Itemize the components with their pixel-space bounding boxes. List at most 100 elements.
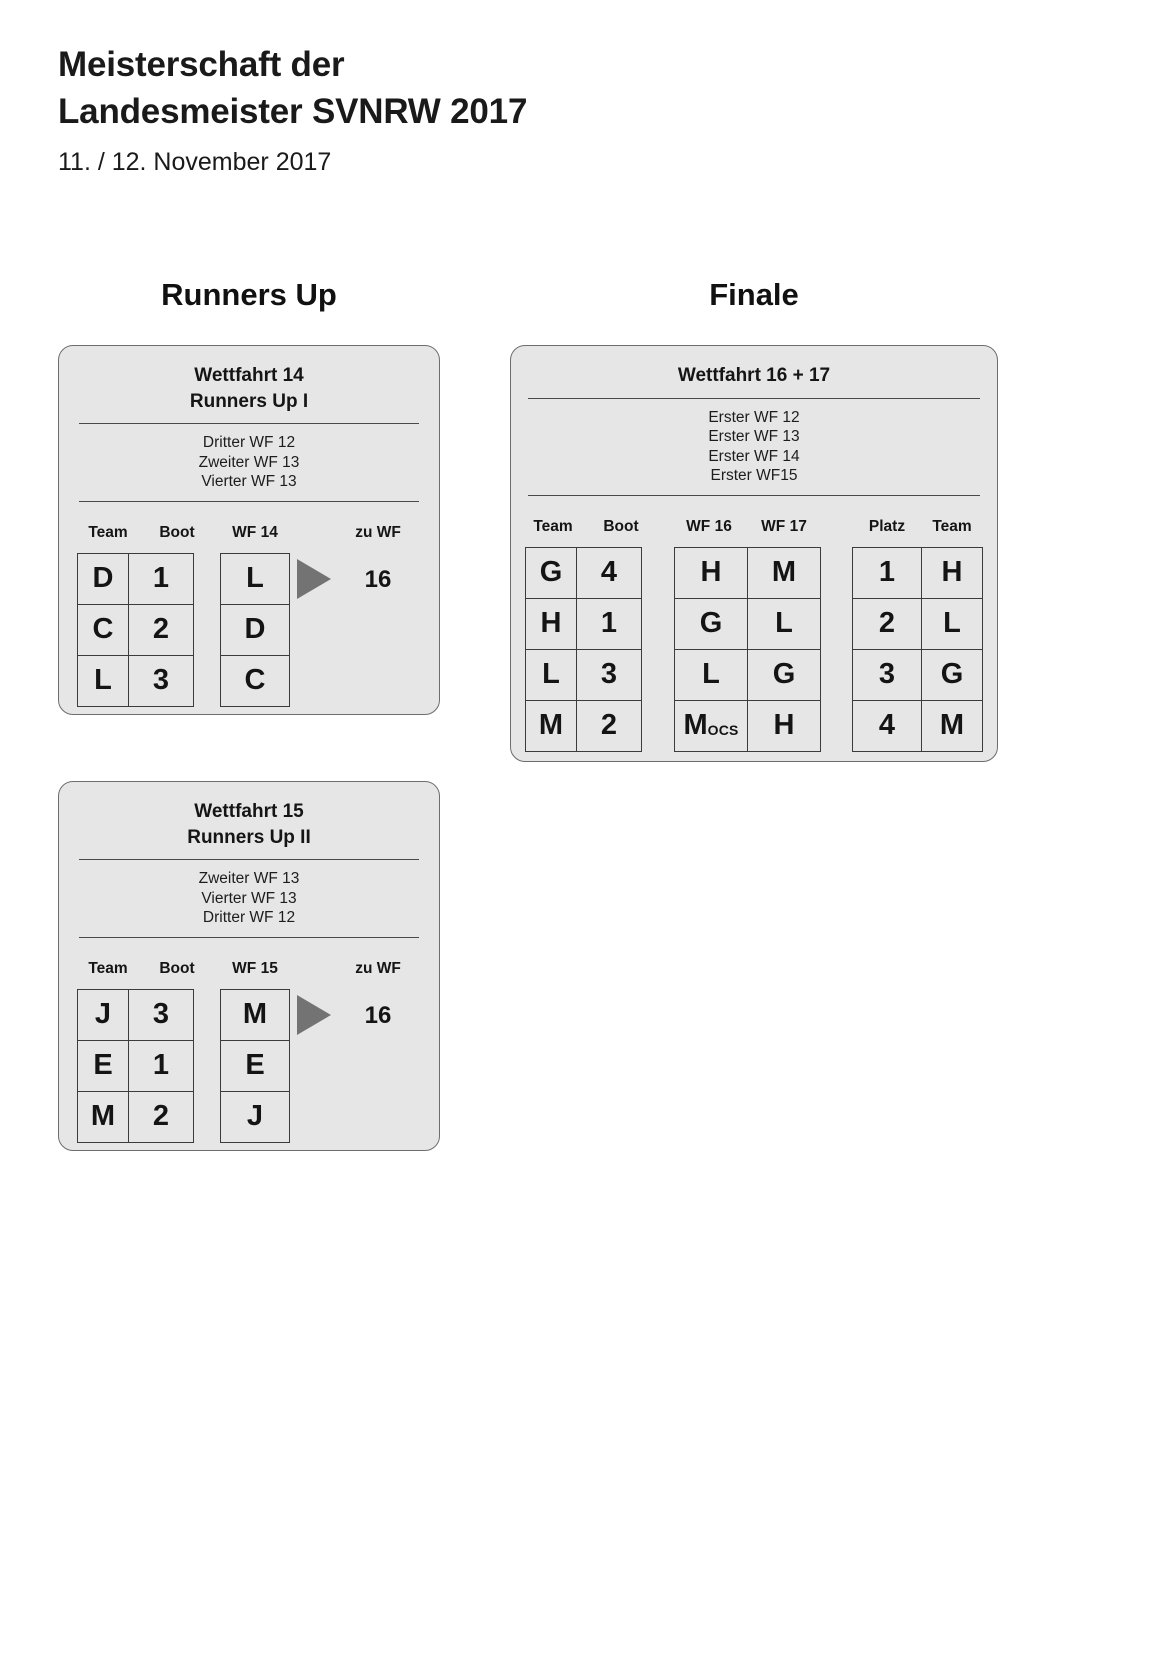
- qualifier-item: Erster WF15: [710, 467, 798, 485]
- qualifier-item: Zweiter WF 13: [198, 453, 300, 471]
- card-heading-line-1: Wettfahrt 15: [194, 801, 304, 822]
- cell-team: H: [525, 597, 577, 650]
- table-column-headers: Team Boot WF 16 WF 17 Platz Team: [511, 507, 997, 535]
- column-header-team: Team: [533, 517, 573, 535]
- column-header-result-team: Team: [932, 517, 972, 535]
- qualifier-item: Dritter WF 12: [202, 909, 296, 927]
- qualifier-list-wf14: Dritter WF 12 Zweiter WF 13 Vierter WF 1…: [59, 424, 439, 492]
- qualifier-list-wf15: Zweiter WF 13 Vierter WF 13 Dritter WF 1…: [59, 860, 439, 928]
- cell-team: M: [525, 699, 577, 752]
- card-heading-line-2: Runners Up II: [187, 826, 311, 848]
- cell-team: M: [77, 1090, 129, 1143]
- column-header-boot: Boot: [159, 523, 195, 541]
- card-heading-line-1: Wettfahrt 14: [194, 365, 304, 386]
- card-heading-wf14: Wettfahrt 14 Runners Up I: [59, 346, 439, 414]
- cell-boot: 2: [128, 603, 194, 656]
- card-wettfahrt-14: Wettfahrt 14 Runners Up I Dritter WF 12 …: [58, 345, 440, 715]
- results-table-wf15: Team Boot WF 15 zu WF J 3 E 1 M 2 M E J …: [59, 949, 439, 1143]
- qualifier-item: Vierter WF 13: [201, 473, 297, 491]
- column-header-team: Team: [88, 523, 128, 541]
- qualifier-item: Erster WF 13: [708, 428, 800, 446]
- page-subtitle-dates: 11. / 12. November 2017: [58, 148, 332, 177]
- qualifier-item: Erster WF 14: [708, 447, 800, 465]
- page-title-line-1: Meisterschaft der: [58, 45, 345, 84]
- zu-wf-value: 16: [364, 1001, 392, 1029]
- divider-bottom: [79, 936, 419, 938]
- ocs-penalty-label: OCS: [707, 721, 739, 738]
- column-header-boot: Boot: [159, 959, 195, 977]
- cell-boot: 1: [128, 1039, 194, 1092]
- qualifier-item: Dritter WF 12: [202, 434, 296, 452]
- column-header-wf17: WF 17: [761, 517, 807, 535]
- cell-wf-result: D: [220, 603, 290, 656]
- divider-bottom: [79, 500, 419, 502]
- cell-result-team: H: [921, 546, 983, 599]
- cell-wf-result: L: [220, 552, 290, 605]
- cell-team: J: [77, 988, 129, 1041]
- cell-wf16-result: H: [674, 546, 748, 599]
- column-title-runners-up: Runners Up: [161, 277, 337, 312]
- cell-wf17-result: L: [747, 597, 821, 650]
- cell-team: L: [525, 648, 577, 701]
- qualifier-item: Vierter WF 13: [201, 889, 297, 907]
- cell-boot: 3: [576, 648, 642, 701]
- column-header-zu-wf: zu WF: [355, 959, 401, 977]
- page-title-line-2: Landesmeister SVNRW 2017: [58, 91, 528, 131]
- column-header-wf: WF 14: [232, 523, 278, 541]
- divider-top: [79, 423, 419, 425]
- cell-team: G: [525, 546, 577, 599]
- divider-bottom: [528, 494, 980, 496]
- cell-team: E: [77, 1039, 129, 1092]
- column-title-finale: Finale: [709, 277, 799, 312]
- cell-boot: 2: [576, 699, 642, 752]
- table-column-headers: Team Boot WF 15 zu WF: [59, 949, 439, 977]
- cell-result-team: G: [921, 648, 983, 701]
- cell-wf-result: E: [220, 1039, 290, 1092]
- results-table-finale: Team Boot WF 16 WF 17 Platz Team G 4 H 1…: [511, 507, 997, 752]
- column-header-wf16: WF 16: [686, 517, 732, 535]
- cell-team: C: [77, 603, 129, 656]
- column-header-platz: Platz: [868, 517, 906, 535]
- column-header-boot: Boot: [603, 517, 639, 535]
- cell-platz: 1: [852, 546, 922, 599]
- cell-boot: 3: [128, 654, 194, 707]
- cell-wf-result: C: [220, 654, 290, 707]
- cell-wf-result: M: [220, 988, 290, 1041]
- cell-wf17-result: H: [747, 699, 821, 752]
- cell-result-team: L: [921, 597, 983, 650]
- cell-team: D: [77, 552, 129, 605]
- card-heading-wf15: Wettfahrt 15 Runners Up II: [59, 782, 439, 850]
- column-header-wf: WF 15: [232, 959, 278, 977]
- cell-platz: 3: [852, 648, 922, 701]
- divider-top: [79, 859, 419, 861]
- cell-boot: 1: [128, 552, 194, 605]
- cell-wf16-result: G: [674, 597, 748, 650]
- cell-wf17-result: M: [747, 546, 821, 599]
- arrow-right-icon: [297, 558, 331, 599]
- table-column-headers: Team Boot WF 14 zu WF: [59, 513, 439, 541]
- cell-wf16-result: L: [674, 648, 748, 701]
- column-header-team: Team: [88, 959, 128, 977]
- cell-boot: 1: [576, 597, 642, 650]
- cell-boot: 2: [128, 1090, 194, 1143]
- qualifier-item: Zweiter WF 13: [198, 870, 300, 888]
- divider-top: [528, 397, 980, 399]
- card-finale-wettfahrt-16-17: Wettfahrt 16 + 17 Erster WF 12 Erster WF…: [510, 345, 998, 762]
- arrow-right-icon: [297, 994, 331, 1035]
- qualifier-item: Erster WF 12: [708, 408, 800, 426]
- card-heading-line-2: Runners Up I: [189, 390, 309, 412]
- cell-wf16-letter: M: [683, 709, 708, 742]
- cell-wf17-result: G: [747, 648, 821, 701]
- cell-boot: 3: [128, 988, 194, 1041]
- cell-wf-result: J: [220, 1090, 290, 1143]
- card-heading-line-1: Wettfahrt 16 + 17: [677, 365, 831, 386]
- qualifier-list-finale: Erster WF 12 Erster WF 13 Erster WF 14 E…: [511, 399, 997, 486]
- card-heading-finale: Wettfahrt 16 + 17: [511, 346, 997, 389]
- cell-platz: 4: [852, 699, 922, 752]
- zu-wf-value: 16: [364, 565, 392, 593]
- cell-team: L: [77, 654, 129, 707]
- card-wettfahrt-15: Wettfahrt 15 Runners Up II Zweiter WF 13…: [58, 781, 440, 1151]
- page-header: Meisterschaft der Landesmeister SVNRW 20…: [58, 42, 958, 179]
- cell-boot: 4: [576, 546, 642, 599]
